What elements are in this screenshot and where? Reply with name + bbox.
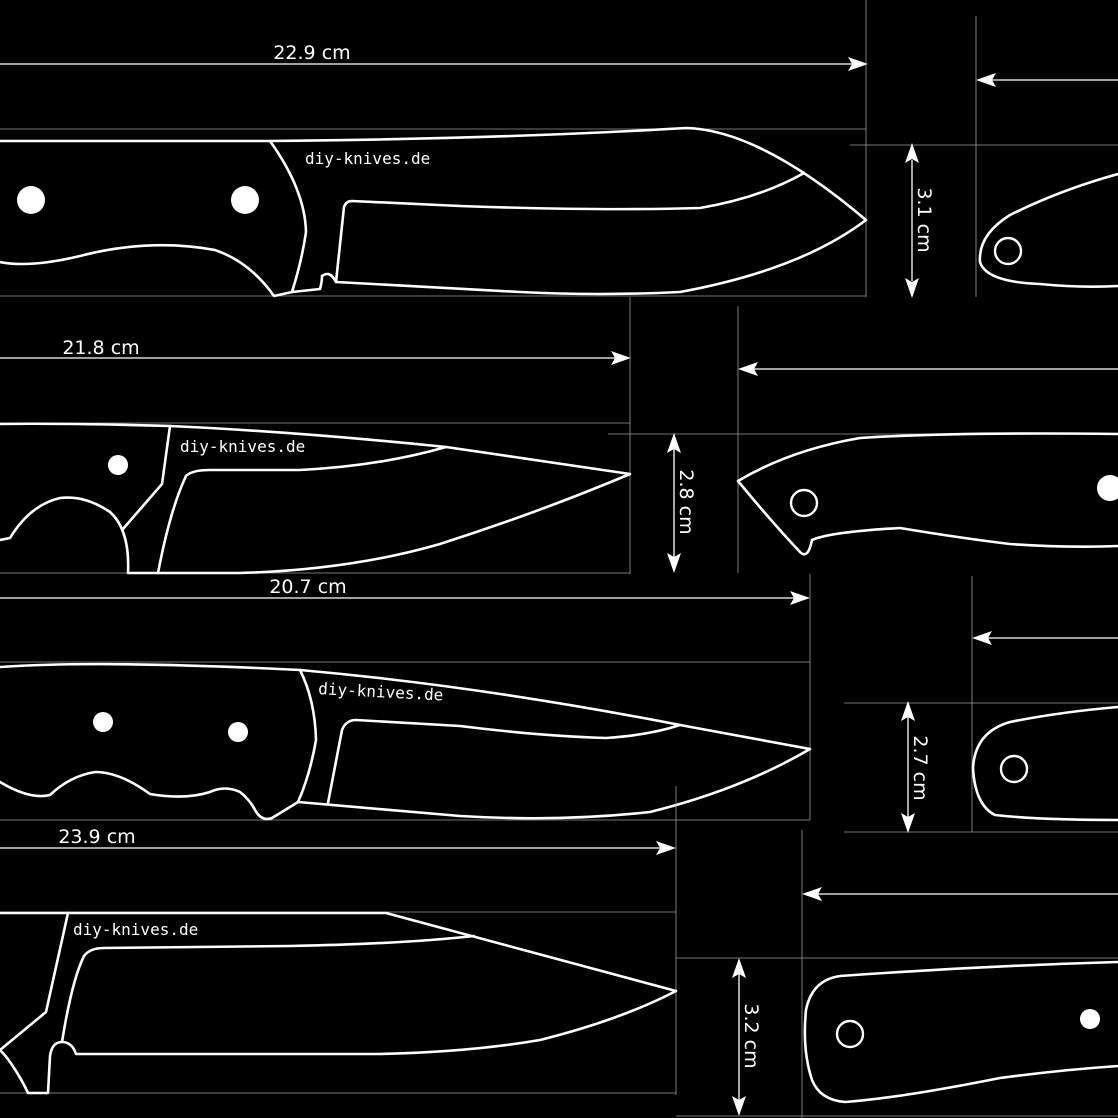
knife-3-outline (0, 662, 812, 821)
knife-3-handle-profile (971, 705, 1118, 822)
knife-1-bolster-line (268, 139, 308, 294)
knife-2-outline (0, 422, 632, 575)
knife-1-guides (0, 0, 1118, 297)
knife-3-bolster-line (296, 668, 318, 804)
knife-2-profile-pin-2 (1097, 475, 1118, 501)
knife-4-width-dimension: 3.2 cm (732, 958, 762, 1116)
knife-1-width-label: 3.1 cm (913, 187, 935, 252)
knife-4-length-label: 23.9 cm (58, 826, 135, 848)
knife-2-length-label: 21.8 cm (62, 337, 139, 359)
knife-4-profile-pin (835, 1019, 865, 1049)
knife-2-width-label: 2.8 cm (675, 469, 697, 534)
knife-2-spine-arrow (738, 362, 1118, 376)
knife-3-spine-arrow (972, 631, 1118, 645)
knife-1-pin-2 (231, 186, 259, 214)
knife-2-width-dimension: 2.8 cm (667, 433, 697, 573)
knife-4-length-dimension: 23.9 cm (0, 826, 676, 855)
knife-3-width-label: 2.7 cm (909, 735, 931, 800)
knife-3-profile-pin (999, 754, 1029, 784)
knife-3-grind-line (326, 718, 682, 805)
knife-2-length-dimension: 21.8 cm (0, 337, 631, 365)
knife-1-pin-1 (17, 186, 45, 214)
knife-4-outline (0, 911, 678, 1095)
knife-3-length-label: 20.7 cm (269, 576, 346, 598)
knife-1-profile-pin (993, 236, 1023, 266)
knife-4-handle-profile (803, 960, 1118, 1104)
knife-template-1: 22.9 cm diy-knives.de 3.1 cm (0, 0, 1118, 298)
knife-template-4: 23.9 cm diy-knives.de 3.2 cm (0, 786, 1118, 1118)
knife-4-spine-arrow (802, 887, 1118, 901)
knife-3-pin-2 (228, 722, 248, 742)
knife-1-watermark: diy-knives.de (305, 149, 430, 168)
knife-4-profile-pin-2 (1080, 1009, 1100, 1029)
knife-3-guides (0, 574, 1118, 833)
knife-4-grind-line (60, 934, 476, 1044)
knife-2-profile-pin (789, 488, 819, 518)
knife-1-length-label: 22.9 cm (273, 42, 350, 64)
knife-4-width-label: 3.2 cm (740, 1003, 762, 1068)
knife-2-grind-line (156, 445, 448, 575)
knife-4-watermark: diy-knives.de (73, 920, 198, 939)
knife-1-handle-profile (978, 172, 1118, 288)
knife-4-bolster-line (0, 911, 70, 1052)
knife-2-handle-profile (736, 432, 1118, 556)
knife-1-width-dimension: 3.1 cm (905, 143, 935, 298)
knife-3-pin-1 (93, 712, 113, 732)
knife-3-width-dimension: 2.7 cm (901, 701, 931, 833)
knife-3-length-dimension: 20.7 cm (0, 576, 810, 605)
knife-2-watermark: diy-knives.de (180, 437, 305, 456)
knife-template-2: 21.8 cm diy-knives.de 2.8 cm (0, 297, 1118, 575)
knife-1-spine-arrow (976, 73, 1118, 87)
knife-1-length-dimension: 22.9 cm (0, 42, 868, 71)
knife-2-bolster-line (121, 424, 172, 531)
knife-2-pin-1 (108, 455, 128, 475)
knife-1-outline (0, 126, 868, 298)
knife-1-grind-line (334, 171, 806, 284)
